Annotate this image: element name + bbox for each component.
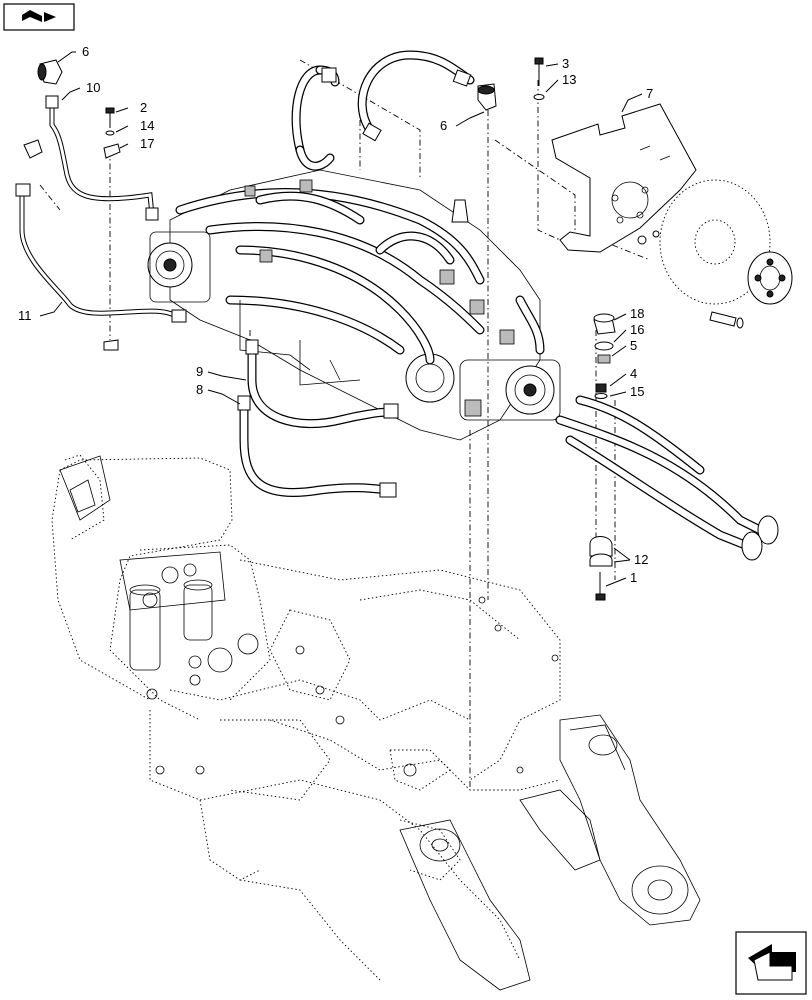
washer-14: [105, 130, 115, 136]
callout-12: 12: [634, 552, 648, 567]
callout-10: 10: [86, 80, 100, 95]
nut-4: [595, 383, 607, 393]
callout-17: 17: [140, 136, 154, 151]
clip-lower: [103, 339, 119, 351]
fitting-near-11: [23, 139, 43, 159]
callout-4: 4: [630, 366, 637, 381]
navigate-arrow-icon[interactable]: [735, 931, 807, 995]
callout-1: 1: [630, 570, 637, 585]
callout-2: 2: [140, 100, 147, 115]
coupling-bolt: [709, 311, 744, 329]
elbow-fitting-6-right: [477, 83, 497, 111]
callout-16: 16: [630, 322, 644, 337]
clip-17: [103, 143, 121, 159]
bolt-1: [595, 572, 606, 601]
nut-5: [597, 354, 611, 364]
bolt-2: [105, 107, 115, 128]
washer-13: [533, 94, 545, 100]
callout-8: 8: [196, 382, 203, 397]
washer-16: [594, 341, 614, 351]
rear-arms: [399, 714, 701, 991]
callout-11: 11: [18, 308, 32, 323]
hose-9: [245, 339, 399, 429]
bracket-7: [551, 103, 697, 253]
callout-14: 14: [140, 118, 154, 133]
mount-18: [593, 313, 616, 335]
washer-15: [594, 393, 608, 399]
callout-9: 9: [196, 364, 203, 379]
coupling-hub: [747, 251, 793, 305]
pipe-10: [45, 95, 159, 221]
callout-7: 7: [646, 86, 653, 101]
machine-frame-outline: [51, 454, 561, 981]
callout-18: 18: [630, 306, 644, 321]
callout-leaders: [39, 51, 643, 587]
clamp-12: [589, 536, 613, 567]
hose-8: [237, 395, 397, 498]
book-arrow-icon[interactable]: [3, 3, 75, 31]
flex-disc: [659, 179, 771, 305]
bolt-3: [534, 57, 544, 86]
callout-3: 3: [562, 56, 569, 71]
upper-hoses: [291, 50, 475, 171]
callout-13: 13: [562, 72, 576, 87]
elbow-fitting-6-left: [37, 59, 63, 85]
callout-15: 15: [630, 384, 644, 399]
callout-6-right: 6: [440, 118, 447, 133]
callout-6-left: 6: [82, 44, 89, 59]
filter-assembly: [59, 455, 259, 700]
callout-5: 5: [630, 338, 637, 353]
pipe-11: [15, 183, 187, 323]
rear-hoses: [555, 395, 779, 561]
hydraulic-transmission-assembly: [39, 59, 651, 790]
callout-labels: 6 10 2 14 17 11 9 8 6 3 13 7 18 16 5 4 1…: [18, 44, 653, 585]
